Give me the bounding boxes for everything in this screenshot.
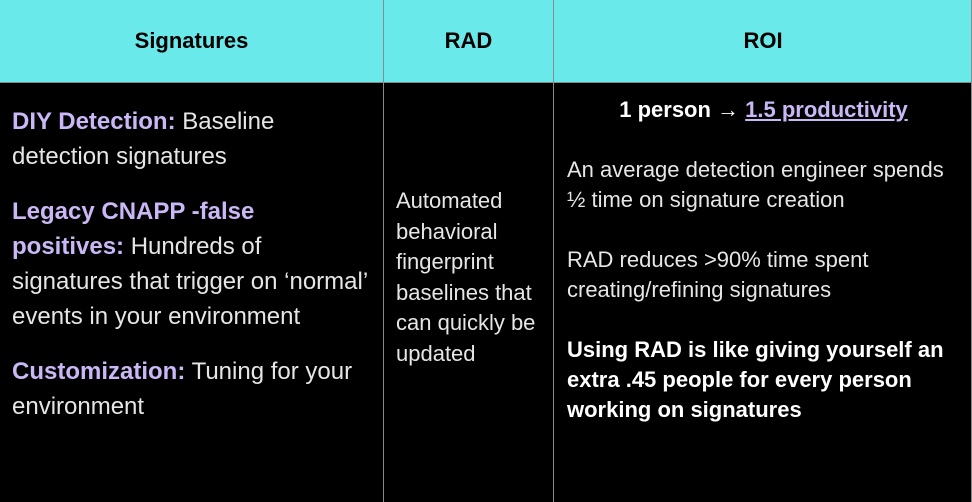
signature-item-diy: DIY Detection: Baseline detection signat…: [12, 104, 371, 174]
header-roi: ROI: [554, 0, 972, 82]
signature-item-legacy-cnapp: Legacy CNAPP -false positives: Hundreds …: [12, 194, 371, 334]
roi-headline-prefix: 1 person →: [619, 97, 746, 122]
signature-item-label: Legacy CNAPP -false positives:: [12, 198, 255, 260]
column-divider: [553, 0, 554, 502]
rad-description: Automated behavioral fingerprint baselin…: [396, 188, 536, 366]
productivity-link[interactable]: 1.5 productivity: [745, 97, 908, 122]
signature-item-label: Customization:: [12, 358, 186, 385]
signature-item-text: Hundreds of signatures that trigger on ‘…: [12, 233, 368, 330]
header-signatures: Signatures: [0, 0, 383, 82]
roi-paragraph-conclusion: Using RAD is like giving yourself an ext…: [567, 337, 944, 422]
signature-item-text: Baseline detection signatures: [12, 108, 275, 170]
signature-item-text: Tuning for your environment: [12, 358, 353, 420]
rad-cell: Automated behavioral fingerprint baselin…: [383, 83, 554, 502]
signatures-cell: DIY Detection: Baseline detection signat…: [0, 83, 383, 502]
signature-item-customization: Customization: Tuning for your environme…: [12, 354, 371, 424]
header-rad: RAD: [383, 0, 554, 82]
signature-item-label: DIY Detection:: [12, 108, 176, 135]
roi-paragraph-reduction: RAD reduces >90% time spent creating/ref…: [567, 247, 869, 302]
roi-headline: 1 person → 1.5 productivity: [567, 95, 960, 125]
roi-paragraph-average: An average detection engineer spends ½ t…: [567, 157, 944, 212]
header-divider: [0, 82, 972, 83]
roi-cell: 1 person → 1.5 productivity An average d…: [554, 83, 972, 502]
column-divider: [383, 0, 384, 502]
